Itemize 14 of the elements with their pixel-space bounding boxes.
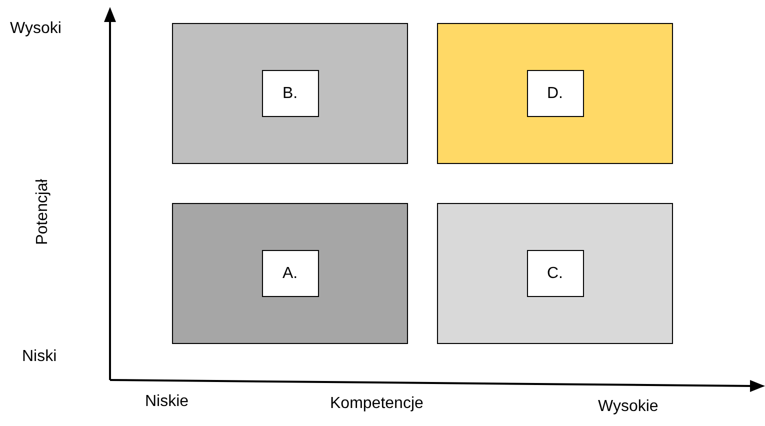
quadrant-box bbox=[437, 203, 673, 344]
axis-title: Potencjał bbox=[32, 179, 52, 245]
quadrant-box bbox=[172, 203, 408, 344]
axis-label: Wysokie bbox=[598, 397, 658, 417]
axis-label: Niski bbox=[22, 347, 57, 367]
axis-label: Niskie bbox=[145, 392, 189, 412]
quadrant-label: B. bbox=[262, 70, 318, 117]
quadrant-label: D. bbox=[526, 70, 584, 117]
quadrant-box bbox=[172, 23, 408, 164]
axis-title: Kompetencje bbox=[330, 394, 424, 414]
axis-label: Wysoki bbox=[10, 19, 62, 39]
quadrant-label: C. bbox=[526, 250, 584, 297]
quadrant-box bbox=[437, 23, 673, 164]
quadrant-label: A. bbox=[262, 250, 318, 297]
